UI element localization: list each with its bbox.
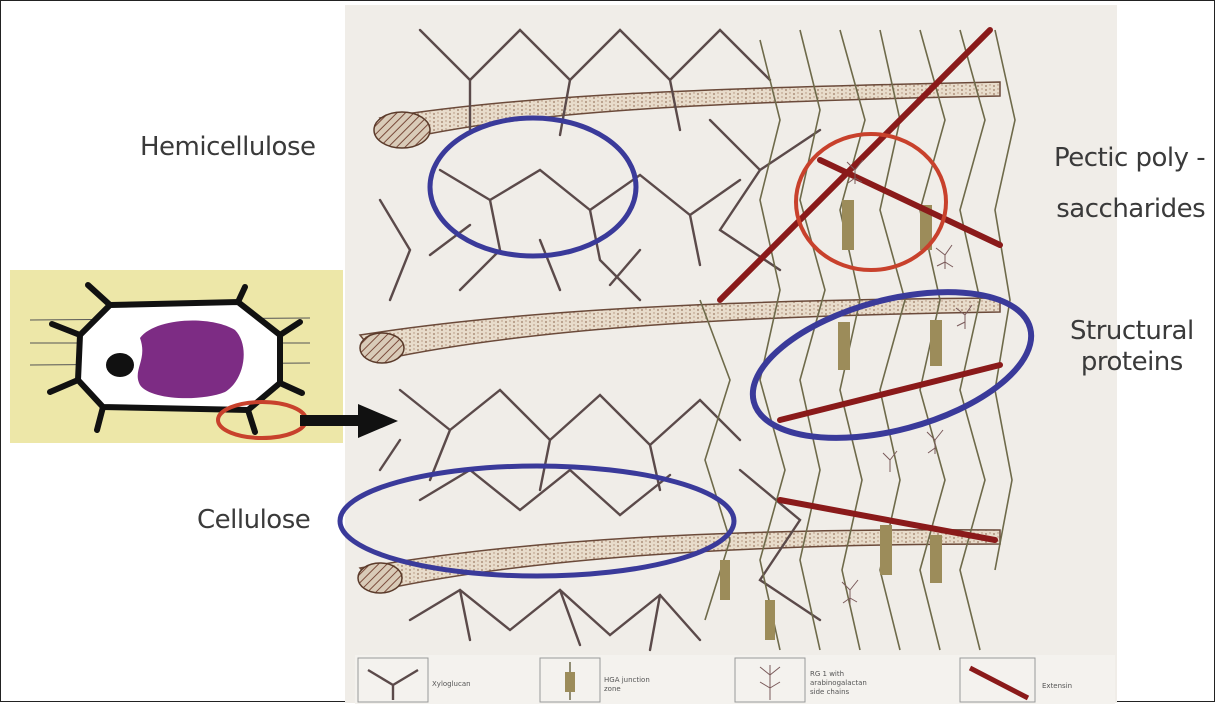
pectic-label-line2: saccharides [1054, 194, 1205, 225]
structural-label-line2: proteins [1070, 347, 1194, 378]
pectic-polysaccharides-label: Pectic poly - saccharides [1054, 143, 1205, 225]
hemicellulose-label: Hemicellulose [140, 132, 316, 163]
legend-rg1-2: arabinogalactan [810, 679, 867, 687]
pectic-label-line1: Pectic poly - [1054, 143, 1205, 174]
legend-hga-2: zone [604, 685, 621, 693]
plant-cell-inset [10, 270, 343, 443]
nucleus [138, 321, 244, 399]
legend-extensin: Extensin [1042, 682, 1072, 690]
legend-hga-1: HGA junction [604, 676, 650, 684]
structural-label-line1: Structural [1070, 316, 1194, 347]
cellulose-label: Cellulose [197, 505, 310, 536]
legend-xyloglucan: Xyloglucan [432, 680, 471, 688]
nucleolus [106, 353, 134, 377]
legend-rg1-3: side chains [810, 688, 850, 696]
legend-rg1-1: RG 1 with [810, 670, 844, 678]
structural-proteins-label: Structural proteins [1070, 316, 1194, 378]
legend: Xyloglucan HGA junction zone RG 1 with a… [355, 655, 1115, 704]
